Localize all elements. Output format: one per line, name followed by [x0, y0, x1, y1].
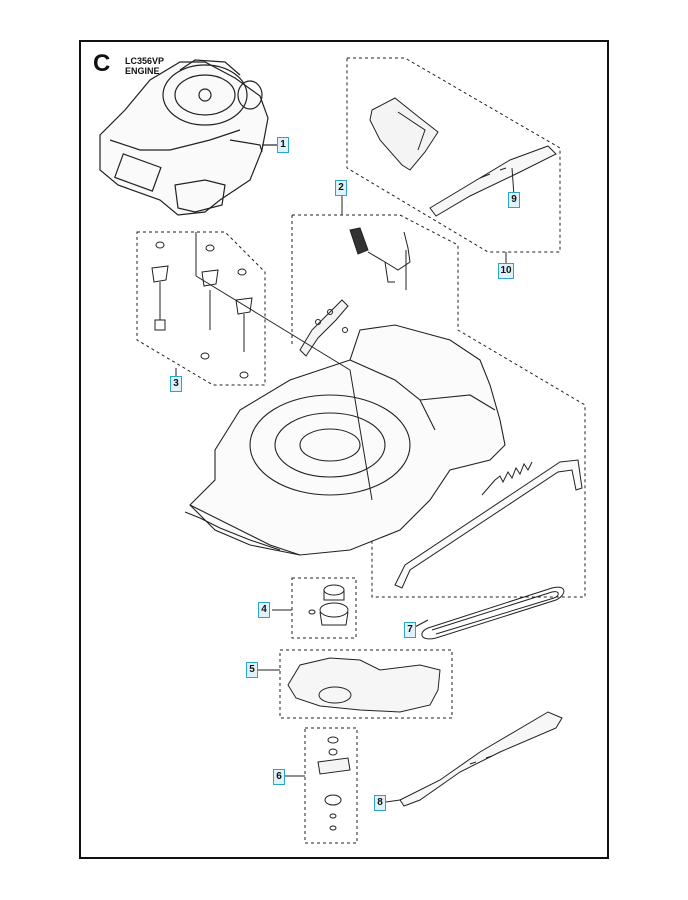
- belt-7-illustration: [421, 586, 565, 640]
- belt-cover-illustration: [287, 657, 441, 713]
- kit-3-outline: [136, 231, 266, 386]
- section-letter: C: [93, 50, 111, 77]
- callout-9: 9: [508, 192, 520, 208]
- callout-1: 1: [277, 137, 289, 153]
- callout-3: 3: [170, 376, 182, 392]
- engine-bolts-illustration: [151, 241, 253, 379]
- grass-deflector-illustration: [369, 97, 439, 171]
- bushing-illustration: [308, 584, 349, 626]
- callout-6: 6: [273, 769, 285, 785]
- callout-8: 8: [374, 795, 386, 811]
- leader-lines: [175, 192, 507, 803]
- spring-illustration: [481, 461, 533, 496]
- height-adjuster-illustration: [299, 299, 349, 357]
- drive-rod-illustration: [394, 459, 583, 589]
- section-title: ENGINE: [125, 66, 160, 76]
- callout-5: 5: [246, 662, 258, 678]
- height-lever-illustration: [349, 227, 411, 290]
- mower-deck-illustration: [184, 324, 506, 556]
- model-heading: LC356VP ENGINE: [125, 56, 164, 76]
- engine-illustration: [99, 59, 278, 216]
- kit-10-outline: [346, 57, 561, 253]
- blade-9-illustration: [429, 145, 557, 217]
- blade-hardware-illustration: [317, 736, 351, 831]
- callout-2: 2: [335, 180, 347, 196]
- model-name: LC356VP: [125, 56, 165, 66]
- kit-5-outline: [279, 649, 453, 719]
- diagram-frame: [79, 40, 609, 859]
- callout-7: 7: [404, 622, 416, 638]
- kit-4-outline: [291, 577, 357, 639]
- kit-2-outline: [291, 214, 586, 598]
- kit-6-outline: [304, 727, 358, 844]
- callout-4: 4: [258, 602, 270, 618]
- callout-10: 10: [498, 263, 514, 279]
- blade-8-illustration: [399, 711, 563, 807]
